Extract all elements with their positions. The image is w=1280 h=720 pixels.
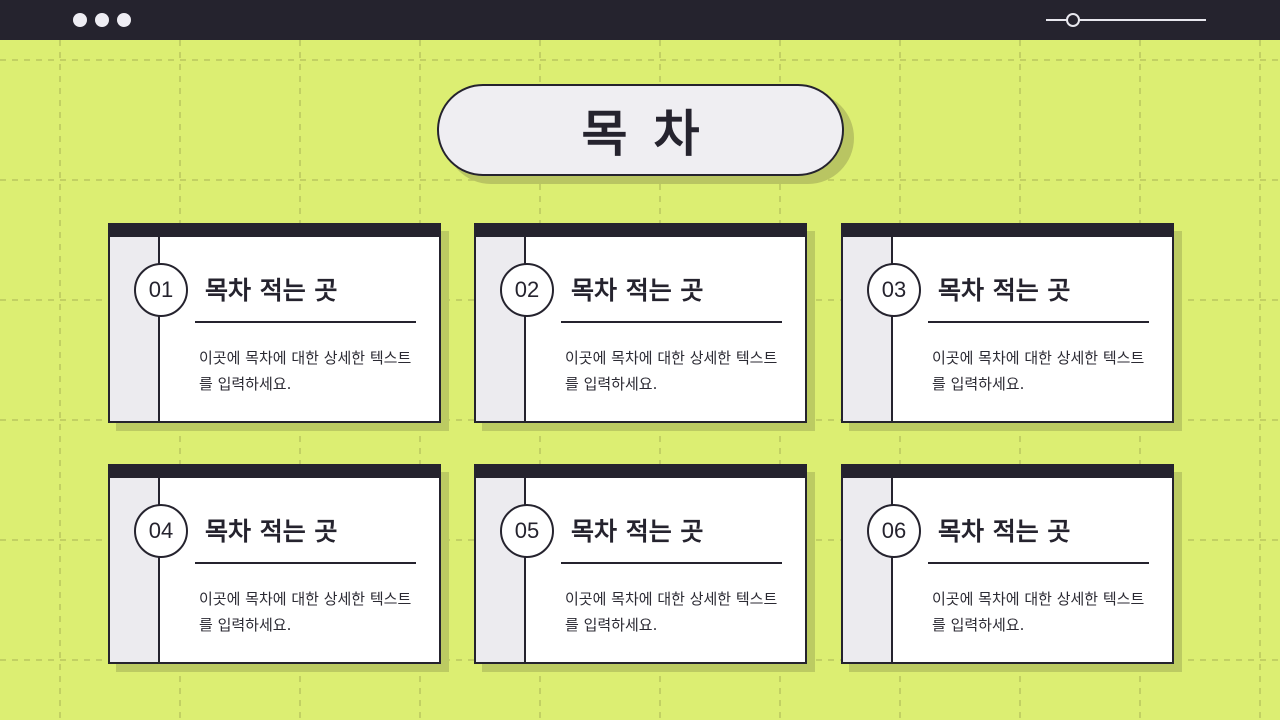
card-header-bar (841, 223, 1174, 237)
card-body: 03 목차 적는 곳 이곳에 목차에 대한 상세한 텍스트를 입력하세요. (841, 223, 1174, 423)
card-divider (928, 562, 1149, 564)
page-title-pill: 목차 (437, 84, 844, 176)
card-title: 목차 적는 곳 (205, 517, 338, 546)
card-body: 02 목차 적는 곳 이곳에 목차에 대한 상세한 텍스트를 입력하세요. (474, 223, 807, 423)
toc-card-06[interactable]: 06 목차 적는 곳 이곳에 목차에 대한 상세한 텍스트를 입력하세요. (841, 464, 1182, 672)
card-title: 목차 적는 곳 (571, 517, 704, 546)
card-number-badge: 03 (867, 263, 921, 317)
card-description: 이곳에 목차에 대한 상세한 텍스트를 입력하세요. (565, 590, 778, 634)
card-header-bar (841, 464, 1174, 478)
slider-track[interactable] (1046, 19, 1206, 21)
window-dot-icon[interactable] (73, 13, 87, 27)
card-body: 04 목차 적는 곳 이곳에 목차에 대한 상세한 텍스트를 입력하세요. (108, 464, 441, 664)
card-divider (195, 321, 416, 323)
card-side-strip (843, 478, 893, 662)
card-title: 목차 적는 곳 (571, 276, 704, 305)
toc-card-01[interactable]: 01 목차 적는 곳 이곳에 목차에 대한 상세한 텍스트를 입력하세요. (108, 223, 449, 431)
card-body: 01 목차 적는 곳 이곳에 목차에 대한 상세한 텍스트를 입력하세요. (108, 223, 441, 423)
card-description: 이곳에 목차에 대한 상세한 텍스트를 입력하세요. (199, 590, 412, 634)
page-title: 목차 (581, 105, 726, 163)
card-divider (561, 321, 782, 323)
card-number-badge: 06 (867, 504, 921, 558)
card-title: 목차 적는 곳 (205, 276, 338, 305)
card-number-badge: 01 (134, 263, 188, 317)
card-description: 이곳에 목차에 대한 상세한 텍스트를 입력하세요. (932, 349, 1145, 393)
card-divider (195, 562, 416, 564)
window-dot-icon[interactable] (117, 13, 131, 27)
toc-card-02[interactable]: 02 목차 적는 곳 이곳에 목차에 대한 상세한 텍스트를 입력하세요. (474, 223, 815, 431)
card-header-bar (108, 464, 441, 478)
toc-card-04[interactable]: 04 목차 적는 곳 이곳에 목차에 대한 상세한 텍스트를 입력하세요. (108, 464, 449, 672)
card-body: 05 목차 적는 곳 이곳에 목차에 대한 상세한 텍스트를 입력하세요. (474, 464, 807, 664)
window-dot-icon[interactable] (95, 13, 109, 27)
card-body: 06 목차 적는 곳 이곳에 목차에 대한 상세한 텍스트를 입력하세요. (841, 464, 1174, 664)
card-title: 목차 적는 곳 (938, 517, 1071, 546)
window-title-bar (0, 0, 1280, 40)
card-header-bar (474, 464, 807, 478)
card-divider (928, 321, 1149, 323)
card-number-badge: 04 (134, 504, 188, 558)
card-number-badge: 05 (500, 504, 554, 558)
card-title: 목차 적는 곳 (938, 276, 1071, 305)
card-number-badge: 02 (500, 263, 554, 317)
slider-knob[interactable] (1066, 13, 1080, 27)
card-divider (561, 562, 782, 564)
card-description: 이곳에 목차에 대한 상세한 텍스트를 입력하세요. (199, 349, 412, 393)
card-header-bar (474, 223, 807, 237)
card-side-strip (476, 237, 526, 421)
card-description: 이곳에 목차에 대한 상세한 텍스트를 입력하세요. (932, 590, 1145, 634)
card-header-bar (108, 223, 441, 237)
toc-card-03[interactable]: 03 목차 적는 곳 이곳에 목차에 대한 상세한 텍스트를 입력하세요. (841, 223, 1182, 431)
toc-card-05[interactable]: 05 목차 적는 곳 이곳에 목차에 대한 상세한 텍스트를 입력하세요. (474, 464, 815, 672)
card-description: 이곳에 목차에 대한 상세한 텍스트를 입력하세요. (565, 349, 778, 393)
